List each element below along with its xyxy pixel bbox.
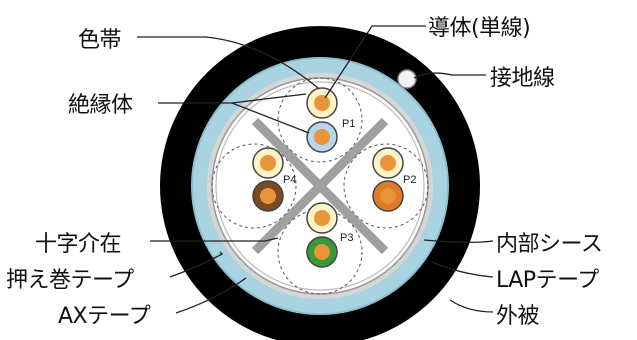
label-drain-wire: 接地線 <box>490 66 555 91</box>
pair-p1 <box>306 87 338 153</box>
pair-boundary-p4 <box>211 143 297 229</box>
pair-p3 <box>306 202 338 268</box>
label-cross-filler: 十字介在 <box>35 232 122 257</box>
label-ax-tape: AXテープ <box>58 304 151 329</box>
leader-ax-tape <box>175 277 247 314</box>
pair-label-p1: P1 <box>342 118 355 130</box>
drain-wire <box>397 69 417 89</box>
pair-p4 <box>252 147 284 212</box>
leader-lap-tape <box>431 261 494 278</box>
leader-insulation-b <box>231 102 310 134</box>
pair-label-p2: P2 <box>403 174 416 186</box>
label-inner-sheath: 内部シース <box>496 232 603 257</box>
leader-color-band <box>137 36 319 89</box>
pair-boundary-p2 <box>343 143 429 229</box>
leader-inner-sheath <box>423 239 494 243</box>
pair-boundary-p1 <box>277 77 363 163</box>
leader-outer-jacket <box>449 299 494 313</box>
pair-p2 <box>372 147 404 212</box>
label-color-band: 色帯 <box>78 28 122 53</box>
leader-binder-tape <box>169 251 224 278</box>
cross-filler <box>251 117 389 255</box>
pair-label-p4: P4 <box>283 174 296 186</box>
pair-label-p3: P3 <box>340 232 353 244</box>
label-lap-tape: LAPテープ <box>496 268 599 293</box>
label-outer-jacket: 外被 <box>496 304 540 329</box>
label-binder-tape: 押え巻テープ <box>6 268 134 293</box>
pair-boundary-p3 <box>277 209 363 295</box>
label-insulation: 絶縁体 <box>68 93 133 118</box>
leader-cross-filler <box>150 237 279 242</box>
leader-drain-wire <box>413 72 486 79</box>
label-conductor: 導体(単線) <box>428 16 531 41</box>
leader-conductor <box>324 25 426 99</box>
